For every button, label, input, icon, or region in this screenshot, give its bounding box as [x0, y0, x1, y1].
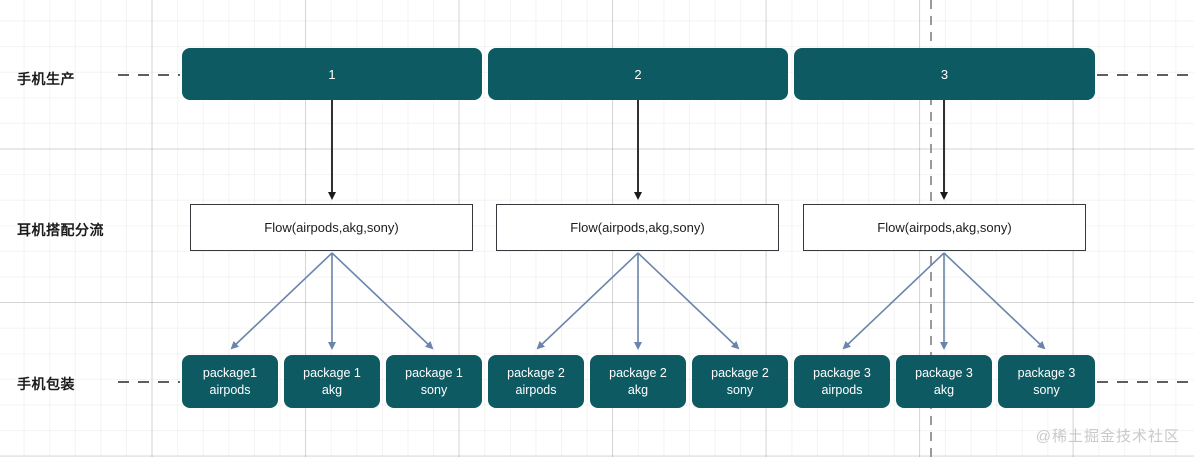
row-label-production: 手机生产: [17, 71, 75, 87]
production-bar-1[interactable]: 1: [182, 48, 482, 100]
package-box-2-sony[interactable]: package 2 sony: [692, 355, 788, 408]
row-label-flow: 耳机搭配分流: [17, 222, 104, 238]
package-box-line2: airpods: [821, 382, 863, 397]
package-box-1-airpods[interactable]: package1 airpods: [182, 355, 278, 408]
package-box-line2: akg: [321, 382, 343, 397]
production-bar-2[interactable]: 2: [488, 48, 788, 100]
package-box-2-akg[interactable]: package 2 akg: [590, 355, 686, 408]
package-box-3-airpods[interactable]: package 3 airpods: [794, 355, 890, 408]
package-box-line2: sony: [1033, 382, 1060, 397]
package-box-2-airpods[interactable]: package 2 airpods: [488, 355, 584, 408]
package-box-line2: airpods: [209, 382, 251, 397]
flow-box-2[interactable]: Flow(airpods,akg,sony): [496, 204, 779, 251]
package-box-line2: akg: [627, 382, 649, 397]
package-box-line1: package1: [202, 365, 258, 380]
package-box-line1: package 3: [915, 365, 973, 380]
package-box-line2: sony: [420, 382, 448, 397]
production-to-flow-arrows: [328, 100, 948, 200]
watermark-text: @稀土掘金技术社区: [1035, 428, 1180, 445]
flow-box-1[interactable]: Flow(airpods,akg,sony): [190, 204, 473, 251]
package-box-3-sony[interactable]: package 3 sony: [998, 355, 1095, 408]
package-box-line1: package 3: [813, 365, 871, 380]
row-label-package: 手机包装: [17, 376, 75, 392]
package-box-line2: akg: [933, 382, 955, 397]
package-box-1-akg[interactable]: package 1 akg: [284, 355, 380, 408]
package-box-line2: airpods: [515, 382, 557, 397]
flow-box-3[interactable]: Flow(airpods,akg,sony): [803, 204, 1086, 251]
production-bar-3[interactable]: 3: [794, 48, 1095, 100]
flow-to-package-arrows: [230, 252, 1046, 350]
package-box-3-akg[interactable]: package 3 akg: [896, 355, 992, 408]
package-box-1-sony[interactable]: package 1 sony: [386, 355, 482, 408]
package-box-line2: sony: [726, 382, 754, 397]
package-box-line1: package 2: [711, 365, 769, 380]
package-box-line1: package 2: [609, 365, 667, 380]
package-box-line1: package 2: [507, 365, 565, 380]
package-box-line1: package 1: [405, 365, 463, 380]
package-box-line1: package 3: [1017, 365, 1076, 380]
package-box-line1: package 1: [303, 365, 361, 380]
